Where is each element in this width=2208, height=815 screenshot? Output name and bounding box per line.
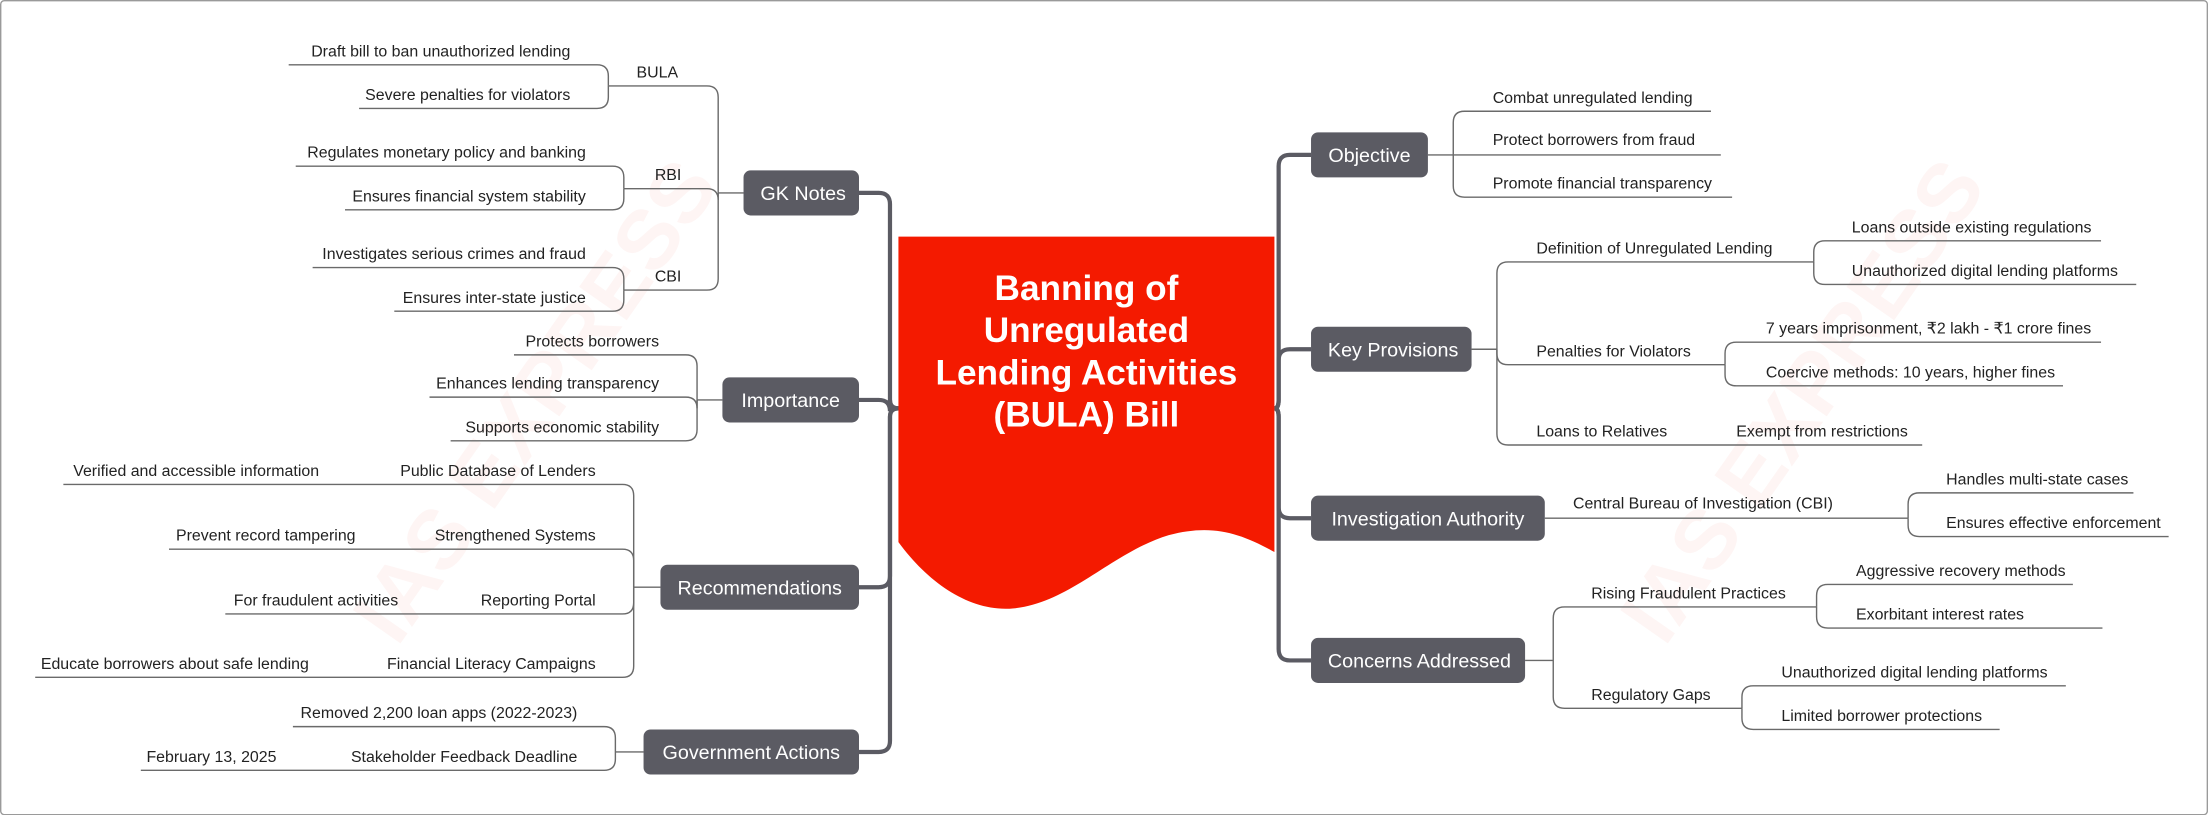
leaf[interactable]: Protect borrowers from fraud [1492, 132, 1696, 150]
connector-line [450, 399, 698, 442]
leaf[interactable]: Promote financial transparency [1492, 176, 1712, 193]
node-investigation-authority[interactable]: Investigation Authority [1311, 495, 1545, 541]
connector-line [1815, 583, 2073, 607]
node-key-provisions[interactable]: Key Provisions [1311, 326, 1472, 372]
topic-bula[interactable]: BULA [636, 64, 679, 82]
leaf[interactable]: Handles multi-state cases [1946, 471, 2129, 489]
connector-line [394, 290, 625, 312]
connector-line [608, 85, 719, 193]
topic[interactable]: Loans to Relatives [1536, 423, 1668, 441]
connector-line [429, 396, 698, 409]
topic[interactable]: Strengthened Systems [434, 528, 596, 545]
leaf[interactable]: Combat unregulated lending [1492, 90, 1693, 108]
leaf[interactable]: Ensures effective enforcement [1946, 515, 2161, 533]
connector-line [1813, 261, 2137, 286]
connector-line [1496, 349, 1923, 446]
leaf[interactable]: Severe penalties for violators [365, 87, 571, 105]
leaf[interactable]: Verified and accessible information [73, 463, 320, 481]
node-gk-notes[interactable]: GK Notes [743, 170, 860, 216]
leaf[interactable]: Ensures financial system stability [352, 188, 586, 206]
topic-cbi[interactable]: CBI [654, 268, 682, 286]
leaf[interactable]: Aggressive recovery methods [1856, 563, 2066, 581]
connector-line [292, 725, 617, 752]
main-branch-line [859, 406, 899, 590]
center-topic-shape[interactable] [898, 236, 1275, 609]
connector-line [288, 64, 610, 86]
leaf[interactable]: Investigates serious crimes and fraud [322, 246, 586, 264]
topic-rbi[interactable]: RBI [654, 167, 682, 185]
connector-line [1907, 518, 2169, 538]
node-recommendations[interactable]: Recommendations [660, 564, 860, 610]
topic[interactable]: Public Database of Lenders [400, 463, 596, 481]
connector-line [35, 587, 635, 679]
connector-line [1452, 154, 1733, 198]
leaf[interactable]: Unauthorized digital lending platforms [1851, 263, 2118, 281]
topic[interactable]: Financial Literacy Campaigns [386, 656, 596, 674]
connector-line [1741, 708, 2000, 731]
connector-line [63, 483, 635, 588]
leaf[interactable]: Exorbitant interest rates [1856, 606, 2025, 624]
topic[interactable]: Central Bureau of Investigation (CBI) [1572, 495, 1833, 513]
connector-line [1907, 492, 2134, 519]
main-branch-line [859, 190, 899, 411]
topic[interactable]: Rising Fraudulent Practices [1591, 585, 1786, 603]
connector-line [513, 354, 698, 400]
connector-line [1724, 364, 2064, 387]
leaf[interactable]: Exempt from restrictions [1736, 423, 1908, 441]
topic[interactable]: Removed 2,200 loan apps (2022-2023) [300, 705, 578, 723]
node-objective[interactable]: Objective [1311, 132, 1428, 178]
connector-line [1452, 110, 1711, 155]
leaf[interactable]: Educate borrowers about safe lending [40, 656, 309, 674]
leaf[interactable]: Protects borrowers [525, 333, 660, 351]
topic[interactable]: Definition of Unregulated Lending [1536, 240, 1773, 258]
leaf[interactable]: Draft bill to ban unauthorized lending [311, 43, 571, 61]
connector-line [1815, 606, 2103, 629]
node-concerns-addressed[interactable]: Concerns Addressed [1311, 637, 1526, 683]
leaf[interactable]: Ensures inter-state justice [402, 290, 586, 307]
leaf[interactable]: Unauthorized digital lending platforms [1781, 664, 2048, 682]
main-branch-line [859, 406, 899, 755]
leaf[interactable]: Loans outside existing regulations [1851, 219, 2092, 237]
main-branch-line [1274, 406, 1312, 663]
leaf[interactable]: Limited borrower protections [1781, 708, 1983, 726]
topic[interactable]: Reporting Portal [480, 592, 596, 610]
leaf[interactable]: Regulates monetary policy and banking [307, 145, 586, 162]
leaf[interactable]: Enhances lending transparency [436, 375, 660, 393]
leaf[interactable]: Prevent record tampering [176, 528, 356, 545]
leaf[interactable]: Supports economic stability [465, 419, 660, 437]
leaf[interactable]: For fraudulent activities [233, 592, 399, 610]
connector-line [623, 187, 719, 200]
connector-line [1724, 341, 2102, 365]
topic[interactable]: Penalties for Violators [1536, 343, 1691, 361]
connector-line [623, 192, 719, 291]
node-government-actions[interactable]: Government Actions [643, 729, 860, 775]
connector-line [1552, 660, 1742, 710]
connector-line [312, 266, 625, 291]
node-importance[interactable]: Importance [722, 377, 860, 423]
connector-line [140, 751, 617, 771]
connector-line [1813, 240, 2102, 262]
connector-line [359, 85, 610, 110]
topic[interactable]: Regulatory Gaps [1591, 687, 1711, 705]
connector-line [1741, 685, 2066, 709]
leaf[interactable]: February 13, 2025 [146, 749, 277, 767]
leaf[interactable]: 7 years imprisonment, ₹2 lakh - ₹1 crore… [1765, 321, 2092, 338]
leaf[interactable]: Coercive methods: 10 years, higher fines [1765, 364, 2056, 382]
connector-line [168, 548, 635, 588]
connector-line [345, 188, 625, 211]
connector-line [295, 165, 625, 189]
connector-line [1496, 261, 1814, 350]
center-topic-title[interactable]: Banning of Unregulated Lending Activitie… [935, 268, 1238, 436]
main-branch-line [1274, 347, 1312, 411]
topic[interactable]: Stakeholder Feedback Deadline [350, 749, 578, 767]
connector-line [1552, 606, 1817, 661]
